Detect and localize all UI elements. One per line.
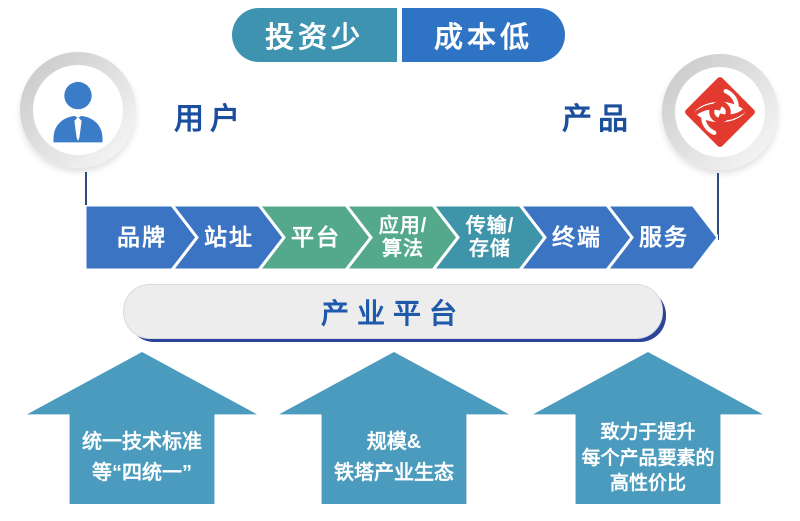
chain-segment-terminal: [518, 205, 634, 270]
benefit-pill-cost-label: 成本低: [433, 22, 533, 54]
pillar-scale-text: 规模& 铁塔产业生态: [334, 431, 454, 485]
user-connector-line: [85, 172, 87, 206]
chain-label-brand: 品牌: [117, 224, 167, 251]
user-label: 用户: [174, 103, 246, 136]
product-logo-inner-circle: [675, 67, 765, 157]
pillar-arrow-scale: 规模& 铁塔产业生态: [279, 352, 509, 504]
china-tower-logo-icon: [685, 77, 755, 147]
pillar-standards-text: 统一技术标准 等“四统一”: [82, 431, 202, 485]
chain-label-platform: 平台: [291, 224, 341, 251]
person-icon: [53, 81, 103, 143]
value-chain-arrow-bar: [85, 205, 718, 270]
chain-label-terminal: 终端: [552, 224, 602, 251]
product-logo-circle: [662, 54, 778, 170]
benefit-pill-cost: 成本低: [402, 8, 565, 62]
chain-label-service: 服务: [639, 224, 689, 251]
pillar-value-text: 致力于提升 每个产品要素的 高性价比: [581, 421, 715, 495]
chain-segment-site: [170, 205, 286, 270]
benefit-pill-investment: 投资少: [232, 8, 397, 62]
chain-segment-platform: [257, 205, 373, 270]
user-avatar-inner-circle: [33, 65, 123, 155]
industry-platform-label: 产业平台: [320, 297, 465, 329]
product-label: 产品: [562, 103, 634, 136]
chain-label-transmission: 传输/ 存储: [465, 214, 515, 260]
chain-label-site: 站址: [204, 224, 254, 251]
user-avatar-circle: [20, 52, 136, 168]
chain-segment-application: [344, 205, 460, 270]
pillar-arrow-standards: 统一技术标准 等“四统一”: [27, 352, 257, 504]
product-connector-line: [717, 173, 719, 240]
industry-platform-bar: 产业平台: [123, 284, 663, 339]
chain-segment-transmission: [431, 205, 547, 270]
pillar-arrow-value: 致力于提升 每个产品要素的 高性价比: [533, 352, 763, 504]
chain-segment-service: [605, 205, 718, 270]
chain-label-application: 应用/ 算法: [378, 214, 428, 260]
benefit-pill-investment-label: 投资少: [264, 22, 364, 54]
